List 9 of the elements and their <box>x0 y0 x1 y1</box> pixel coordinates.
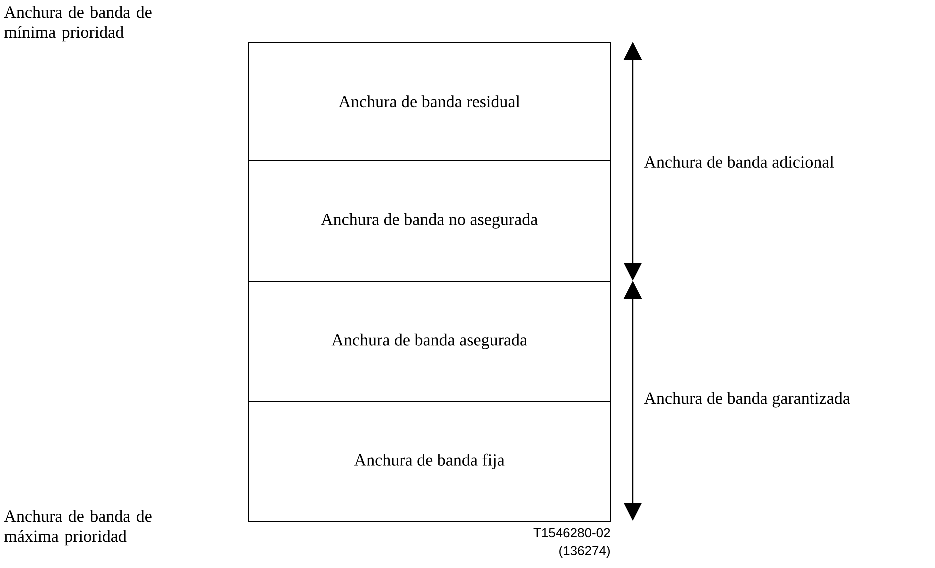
priority-label: Anchura de banda de máxima prioridad <box>4 510 152 546</box>
band-box: Anchura de banda asegurada <box>248 281 612 402</box>
dimension-label: Anchura de banda garantizada <box>644 392 850 408</box>
priority-label: Anchura de banda de mínima prioridad <box>4 6 152 42</box>
dimension-label: Anchura de banda adicional <box>644 156 834 168</box>
figure-id: (136274) <box>560 546 610 558</box>
band-box: Anchura de banda residual <box>248 42 612 162</box>
band-box: Anchura de banda no asegurada <box>248 160 612 282</box>
band-box: Anchura de banda fija <box>248 401 612 522</box>
